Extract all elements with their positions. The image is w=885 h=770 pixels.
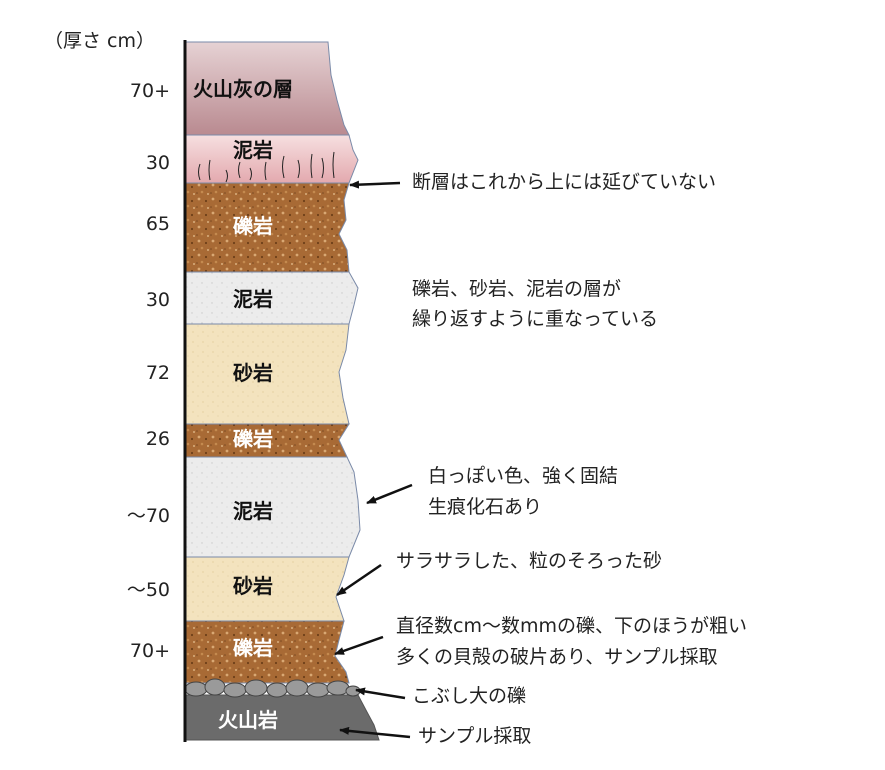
thickness-mud-1: 30 (145, 152, 170, 174)
arrow-sandstone (336, 563, 382, 597)
arrow-conglomerate (334, 635, 384, 656)
layer-label-cong-2: 礫岩 (233, 427, 273, 451)
layer-label-sand-2: 砂岩 (233, 574, 273, 598)
thickness-mud-2: 30 (145, 289, 170, 311)
layer-label-mud-3: 泥岩 (233, 499, 273, 523)
trace-fossil-marks (198, 151, 335, 183)
layer-label-volcanic: 火山岩 (218, 708, 278, 732)
thickness-cong-3: 70+ (129, 640, 170, 662)
arrow-volcanic (339, 726, 411, 739)
arrow-cobbles (355, 687, 406, 700)
layer-label-sand-1: 砂岩 (233, 361, 273, 385)
annotation-repeat-1: 礫岩、砂岩、泥岩の層が (412, 278, 622, 300)
layer-label-cong-1: 礫岩 (233, 214, 273, 238)
layer-label-mud-2: 泥岩 (233, 287, 273, 311)
annotation-mudstone-2: 生痕化石あり (428, 496, 543, 518)
annotation-repeat-2: 繰り返すように重なっている (412, 308, 659, 330)
thickness-ash: 70+ (129, 80, 170, 102)
annotation-conglomerate-1: 直径数cm～数mmの礫、下のほうが粗い (396, 615, 747, 637)
annotation-sandstone: サラサラした、粒のそろった砂 (396, 550, 663, 572)
annotation-volcanic: サンプル採取 (418, 725, 532, 747)
layer-label-ash: 火山灰の層 (193, 77, 293, 101)
thickness-sand-1: 72 (145, 362, 170, 384)
thickness-unit-label: （厚さ cm） (44, 30, 155, 52)
thickness-cong-2: 26 (145, 428, 170, 450)
annotation-fault: 断層はこれから上には延びていない (412, 171, 717, 193)
cobble-row (184, 678, 361, 698)
arrow-mudstone (366, 483, 413, 505)
annotation-mudstone-1: 白っぽい色、強く固結 (428, 465, 619, 487)
layer-label-cong-3: 礫岩 (233, 636, 273, 660)
arrow-fault (349, 180, 401, 189)
thickness-mud-3: ～70 (126, 505, 170, 527)
thickness-cong-1: 65 (145, 213, 170, 235)
annotation-cobbles: こぶし大の礫 (412, 685, 527, 707)
annotation-conglomerate-2: 多くの貝殻の破片あり、サンプル採取 (396, 646, 718, 668)
layer-volcanic-rock (184, 694, 380, 741)
layer-label-mud-1: 泥岩 (233, 138, 273, 162)
thickness-sand-2: ～50 (126, 579, 170, 601)
